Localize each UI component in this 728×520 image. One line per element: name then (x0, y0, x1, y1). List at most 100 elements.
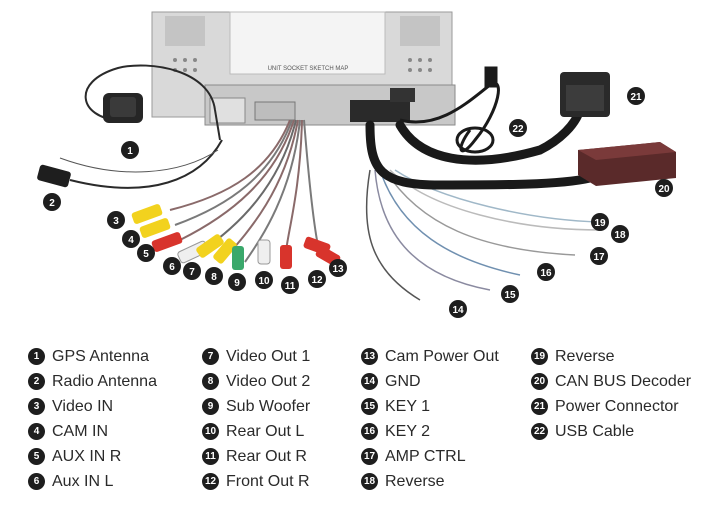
callout-11: 11 (281, 276, 299, 294)
number-badge: 11 (202, 448, 219, 465)
svg-text:3: 3 (113, 216, 119, 227)
rca-sub-woofer (232, 246, 244, 270)
rca-video-out-1 (196, 234, 224, 258)
svg-text:12: 12 (311, 275, 323, 286)
legend-label: GND (385, 372, 421, 390)
callout-20: 20 (655, 179, 673, 197)
callout-5: 5 (137, 244, 155, 262)
callout-18: 18 (611, 225, 629, 243)
number-badge: 6 (28, 473, 45, 490)
svg-text:6: 6 (169, 262, 175, 273)
wiring-diagram: UNIT SOCKET SKETCH MAP (37, 11, 676, 318)
legend-item: 19 Reverse (531, 344, 691, 369)
legend-label: CAM IN (52, 422, 108, 440)
legend-label: Reverse (555, 347, 615, 365)
power-connector (560, 72, 610, 117)
callout-19: 19 (591, 213, 609, 231)
unit-socket-label: UNIT SOCKET SKETCH MAP (268, 66, 349, 72)
svg-text:20: 20 (658, 184, 670, 195)
svg-text:14: 14 (452, 305, 464, 316)
svg-text:15: 15 (504, 290, 516, 301)
rca-cam-in (139, 218, 171, 238)
number-badge: 19 (531, 348, 548, 365)
svg-text:11: 11 (285, 281, 296, 292)
legend-item: 10 Rear Out L (202, 419, 310, 444)
callout-2: 2 (43, 193, 61, 211)
number-badge: 14 (361, 373, 378, 390)
callout-12: 12 (308, 270, 326, 288)
rca-video-in (131, 204, 163, 224)
number-badge: 22 (531, 423, 548, 440)
head-unit: UNIT SOCKET SKETCH MAP (151, 11, 456, 126)
rca-rear-out-l (257, 239, 271, 265)
svg-text:10: 10 (258, 276, 270, 287)
number-badge: 7 (202, 348, 219, 365)
callout-6: 6 (163, 257, 181, 275)
legend-item: 7 Video Out 1 (202, 344, 310, 369)
number-badge: 9 (202, 398, 219, 415)
legend-item: 4 CAM IN (28, 419, 157, 444)
number-badge: 8 (202, 373, 219, 390)
legend-item: 2 Radio Antenna (28, 369, 157, 394)
legend-label: Radio Antenna (52, 372, 157, 390)
number-badge: 1 (28, 348, 45, 365)
callout-1: 1 (121, 141, 139, 159)
legend-label: Power Connector (555, 397, 679, 415)
legend-item: 1 GPS Antenna (28, 344, 157, 369)
number-badge: 10 (202, 423, 219, 440)
callout-21: 21 (627, 87, 645, 105)
gps-antenna (84, 64, 221, 141)
diagram-callouts: 1 2 3 4 5 6 7 8 9 10 11 12 13 14 15 16 1… (43, 87, 673, 318)
number-badge: 17 (361, 448, 378, 465)
legend-label: USB Cable (555, 422, 635, 440)
callout-10: 10 (255, 271, 273, 289)
svg-text:4: 4 (128, 235, 134, 246)
number-badge: 13 (361, 348, 378, 365)
number-badge: 4 (28, 423, 45, 440)
legend-label: Rear Out R (226, 447, 307, 465)
legend-label: Reverse (385, 472, 445, 490)
svg-text:19: 19 (594, 218, 606, 229)
legend-item: 3 Video IN (28, 394, 157, 419)
legend-label: Rear Out L (226, 422, 305, 440)
legend-item: 22 USB Cable (531, 419, 691, 444)
svg-text:2: 2 (49, 198, 55, 209)
callout-22: 22 (509, 119, 527, 137)
callout-3: 3 (107, 211, 125, 229)
number-badge: 3 (28, 398, 45, 415)
legend-label: GPS Antenna (52, 347, 149, 365)
legend-item: 14 GND (361, 369, 499, 394)
number-badge: 2 (28, 373, 45, 390)
callout-15: 15 (501, 285, 519, 303)
legend-label: Aux IN L (52, 472, 114, 490)
legend-label: AUX IN R (52, 447, 122, 465)
legend-label: Front Out R (226, 472, 310, 490)
callout-4: 4 (122, 230, 140, 248)
legend-label: KEY 2 (385, 422, 431, 440)
callout-13: 13 (329, 259, 347, 277)
legend-item: 6 Aux IN L (28, 469, 157, 494)
legend-label: KEY 1 (385, 397, 431, 415)
svg-text:16: 16 (540, 268, 552, 279)
svg-text:1: 1 (127, 146, 133, 157)
callout-7: 7 (183, 262, 201, 280)
legend-label: Video Out 1 (226, 347, 311, 365)
legend-label: Video IN (52, 397, 114, 415)
svg-text:17: 17 (593, 252, 605, 263)
rca-video-out-2 (213, 238, 237, 264)
rca-wires (169, 119, 321, 263)
